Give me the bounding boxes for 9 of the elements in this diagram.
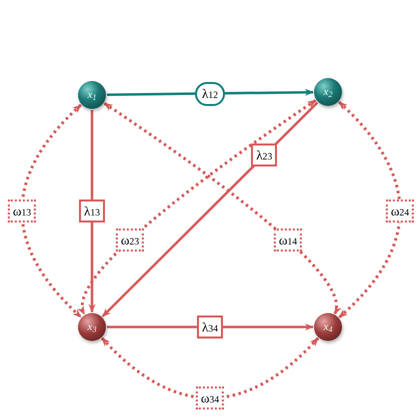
arrow — [338, 101, 402, 318]
arrow — [100, 337, 320, 400]
arrow — [107, 323, 314, 331]
node-label: x$_{2}$ — [323, 86, 332, 98]
node-label: x$_{1}$ — [87, 90, 96, 100]
node-label: x$_{4}$ — [323, 322, 332, 332]
arrow — [20, 104, 82, 318]
arrow — [88, 110, 96, 313]
node-label: x$_{3}$ — [87, 322, 96, 332]
